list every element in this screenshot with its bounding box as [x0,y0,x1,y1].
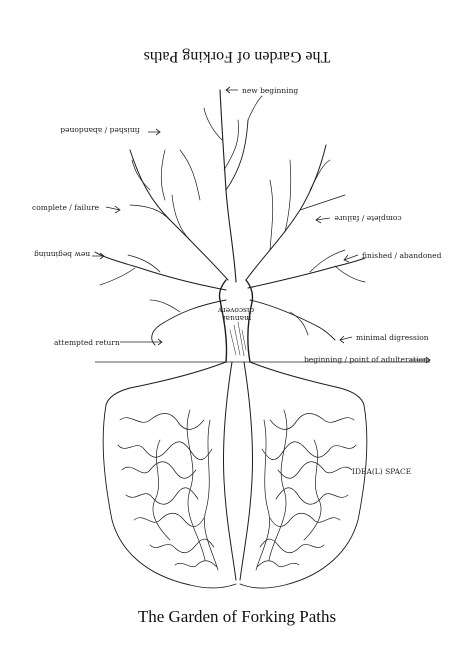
arrow-finished-abandoned-flipped [148,128,161,136]
label-beginning-point: beginning / point of adulteration [304,355,428,364]
label-finished-abandoned-flipped: finished / abandoned [60,126,140,135]
label-manual-discovery-flipped: manual discovery [217,306,254,323]
label-attempted-return: attempted return [54,338,120,347]
arrow-beginning-point [410,356,431,364]
label-complete-failure-right-flipped: complete / failure [334,214,402,223]
label-minimal-digression: minimal digression [356,333,429,342]
label-complete-failure-left: complete / failure [32,203,100,212]
label-finished-abandoned-flipped-text: finished / abandoned [60,126,140,135]
label-manual-text: manual discovery [217,306,254,323]
tree-branches [94,89,366,346]
label-new-beginning-left-flipped: new beginning [34,250,90,259]
label-discovery-line: discovery [217,306,254,315]
arrow-attempted-return [120,338,163,346]
label-complete-failure-right-flipped-text: complete / failure [334,214,402,223]
label-new-beginning-left-flipped-text: new beginning [34,250,90,259]
tree-trunk [218,279,254,363]
arrow-finished-abandoned-right [343,254,359,263]
title-top-text: The Garden of Forking Paths [144,48,331,65]
title-bottom: The Garden of Forking Paths [138,607,336,626]
arrow-new-beginning-left [92,252,105,260]
arrow-minimal-digression [339,335,353,344]
arrow-new-beginning-top [225,86,238,94]
label-manual-line: manual [223,314,252,323]
arrow-complete-failure-left [105,205,121,214]
label-finished-abandoned-right: finished / abandoned [362,251,442,260]
roots-system [102,361,368,589]
title-top-flipped: The Garden of Forking Paths [144,48,331,65]
label-new-beginning-top: new beginning [242,86,298,95]
arrow-complete-failure-right [315,215,331,224]
label-ideal-space: IDEA(L) SPACE [352,467,411,476]
